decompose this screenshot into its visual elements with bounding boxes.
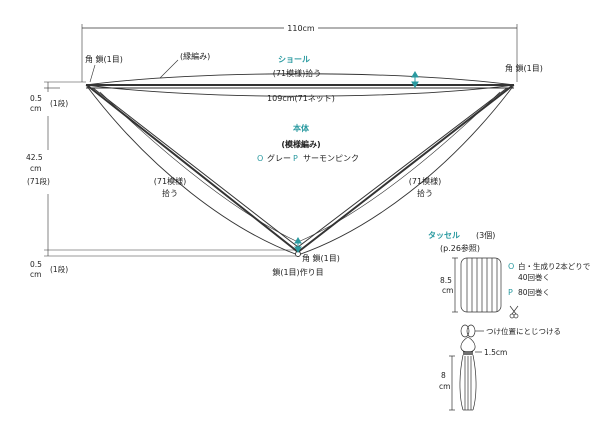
tassel-p-letter: P [508, 288, 513, 297]
left-mid-rows: (71段) [27, 176, 50, 186]
left-top-rows: (1段) [50, 98, 68, 108]
edge-stitch-label: (縁編み) [180, 51, 210, 61]
top-pickup-label: (71模様)拾う [273, 68, 321, 78]
corner-bottom-label: 角 鎖(1目) [302, 253, 340, 263]
tassel-o-text2: 40回巻く [518, 272, 550, 282]
body-pattern: (模様編み) [281, 139, 320, 149]
tassel-winding-icon [452, 257, 502, 313]
tassel-o-text1: 白・生成り2本どりで [518, 261, 590, 271]
tassel-ref: (p.26参照) [440, 243, 480, 253]
left-bottom-value: 0.5 [30, 260, 42, 269]
corner-right-label: 角 鎖(1目) [505, 63, 543, 73]
color-p-letter: P [293, 154, 298, 163]
tassel-finished-icon [449, 324, 484, 411]
tassel-title: タッセル [428, 230, 460, 240]
left-mid-value: 42.5 [26, 153, 43, 162]
left-bottom-unit: cm [30, 270, 41, 279]
tassel-p-text: 80回巻く [518, 287, 550, 297]
left-top-value: 0.5 [30, 94, 42, 103]
inner-width-label: 109cm(71ネット) [267, 94, 335, 103]
tassel-neck: 1.5cm [484, 348, 507, 357]
left-height-dimension [44, 81, 296, 257]
tassel-count: (3個) [476, 230, 495, 240]
tassel-length-unit: cm [439, 382, 450, 391]
bottom-chain-label: 鎖(1目)作り目 [272, 267, 323, 277]
tassel-o-letter: O [508, 262, 514, 271]
tassel-length-value: 8 [441, 371, 446, 380]
tassel-height-value: 8.5 [440, 276, 452, 285]
shawl-title: ショール [278, 55, 310, 64]
left-mid-unit: cm [30, 164, 41, 173]
color-o-name: グレー [267, 153, 291, 163]
edge-arrow-icon [411, 71, 419, 88]
left-top-unit: cm [30, 104, 41, 113]
color-p-name: サーモンピンク [303, 154, 359, 163]
tassel-section: タッセル (3個) (p.26参照) 8.5 cm O 白・生成り2本どりで 4… [428, 230, 590, 411]
corner-left-label: 角 鎖(1目) [85, 54, 123, 64]
color-o-letter: O [257, 154, 263, 163]
body-title: 本体 [292, 123, 310, 133]
left-pickup-count: (71模様) [154, 176, 186, 186]
right-pickup-action: 拾う [417, 188, 433, 198]
left-pickup-action: 拾う [162, 188, 178, 198]
shawl-outline [85, 73, 515, 257]
tassel-attach-note: つけ位置にとじつける [486, 326, 561, 336]
right-pickup-count: (71模様) [409, 176, 441, 186]
top-width-dimension: 110cm [81, 22, 518, 82]
tassel-height-unit: cm [442, 286, 453, 295]
top-width-label: 110cm [287, 24, 315, 33]
bottom-arrow-icon [294, 237, 302, 253]
scissors-icon [509, 305, 519, 319]
left-bottom-rows: (1段) [50, 264, 68, 274]
